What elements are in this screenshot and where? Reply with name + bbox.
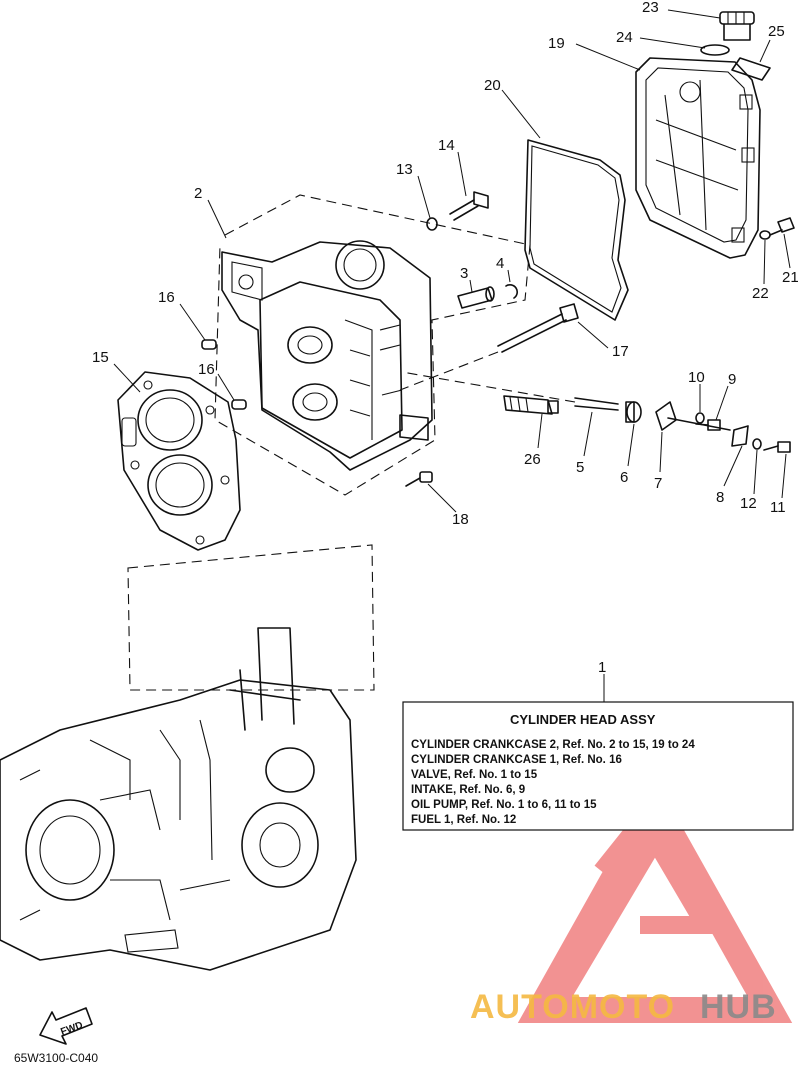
bolt-part-18 (405, 471, 433, 487)
callout-9: 9 (728, 371, 736, 388)
cover-gasket-part-20 (524, 139, 629, 321)
dowel-pin-part-16a (201, 339, 217, 350)
callout-15: 15 (92, 349, 109, 366)
filler-cap-part-23 (719, 11, 755, 41)
callout-7: 7 (654, 475, 662, 492)
clip-part-4 (505, 283, 518, 299)
callout-12: 12 (740, 495, 757, 512)
bolt-part-21 (769, 217, 795, 236)
callout-17: 17 (612, 343, 629, 360)
callout-14: 14 (438, 137, 455, 154)
diagram-code: 65W3100-C040 (14, 1051, 98, 1065)
callout-20: 20 (484, 77, 501, 94)
bolt-part-14 (449, 191, 489, 221)
callout-16-lower: 16 (198, 361, 215, 378)
callout-24: 24 (616, 29, 633, 46)
crankcase-assembly (0, 627, 357, 971)
seal-part-6 (625, 401, 642, 423)
assembly-line-6: FUEL 1, Ref. No. 12 (411, 814, 516, 826)
callout-5: 5 (576, 459, 584, 476)
washer-part-12 (752, 438, 762, 450)
assembly-line-4: INTAKE, Ref. No. 6, 9 (411, 784, 525, 796)
callout-26: 26 (524, 451, 541, 468)
callout-10: 10 (688, 369, 705, 386)
assembly-line-5: OIL PUMP, Ref. No. 1 to 6, 11 to 15 (411, 799, 597, 811)
sleeve-part-3 (457, 286, 495, 309)
assembly-info-box: CYLINDER HEAD ASSY CYLINDER CRANKCASE 2,… (402, 701, 794, 831)
callout-11: 11 (770, 499, 786, 516)
assembly-title: CYLINDER HEAD ASSY (510, 712, 656, 727)
valve-cover-part-19 (635, 57, 761, 259)
watermark-text-part1: AUTOMOTO (470, 988, 675, 1026)
seal-part-24 (700, 44, 730, 56)
rod-part-5 (401, 371, 619, 411)
callout-labels: 23 24 25 19 20 14 13 2 3 4 16 16 15 17 2… (92, 0, 799, 676)
fwd-label: FWD (59, 1020, 84, 1038)
callout-22: 22 (752, 285, 769, 302)
callout-8: 8 (716, 489, 724, 506)
callout-4: 4 (496, 255, 504, 272)
callout-25: 25 (768, 23, 785, 40)
callout-23: 23 (642, 0, 659, 16)
watermark-logo (517, 778, 793, 1023)
washer-part-13 (426, 217, 438, 231)
callout-2: 2 (194, 185, 202, 202)
cam-part-7 (655, 401, 731, 431)
label-plate-part-25 (731, 57, 771, 81)
callout-3: 3 (460, 265, 468, 282)
spark-plug-part-26 (503, 395, 559, 415)
callout-1: 1 (598, 659, 606, 676)
callout-19: 19 (548, 35, 565, 52)
callout-21: 21 (782, 269, 799, 286)
head-gasket-part-15 (117, 371, 241, 551)
assembly-line-1: CYLINDER CRANKCASE 2, Ref. No. 2 to 15, … (411, 739, 695, 751)
watermark-text-part2: HUB (700, 988, 777, 1026)
fwd-arrow-icon: FWD (39, 1007, 93, 1045)
assembly-line-3: VALVE, Ref. No. 1 to 15 (411, 769, 538, 781)
bolt-part-9 (695, 419, 721, 431)
alignment-outline (127, 544, 375, 691)
bolt-part-11 (763, 441, 791, 453)
assembly-line-2: CYLINDER CRANKCASE 1, Ref. No. 16 (411, 754, 622, 766)
washer-part-22 (759, 230, 771, 240)
watermark-text: AUTOMOTO HUB (470, 988, 777, 1026)
callout-13: 13 (396, 161, 413, 178)
callout-6: 6 (620, 469, 628, 486)
washer-part-10 (695, 412, 705, 424)
dowel-pin-part-16b (231, 399, 247, 410)
callout-16-upper: 16 (158, 289, 175, 306)
bolt-part-17 (399, 303, 579, 391)
callout-18: 18 (452, 511, 469, 528)
plate-part-8 (731, 425, 749, 447)
cylinder-head-part-2 (221, 240, 433, 471)
cylinder-head-outline (214, 194, 531, 496)
leader-lines (113, 9, 791, 702)
